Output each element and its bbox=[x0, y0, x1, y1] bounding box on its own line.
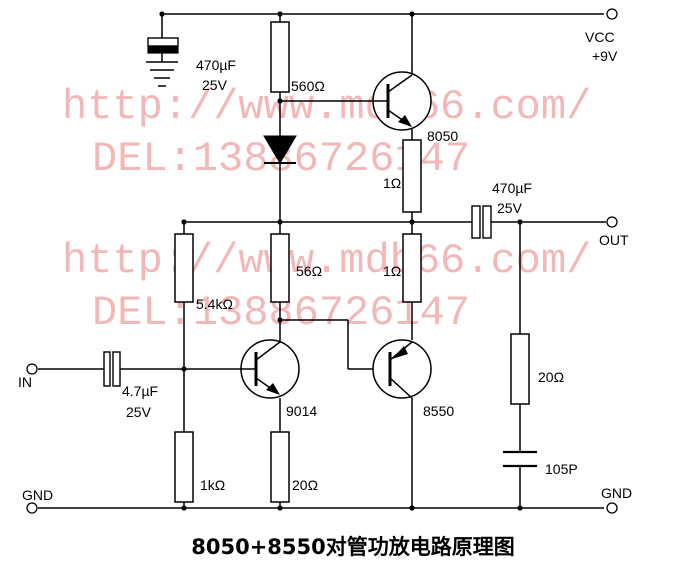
junctions bbox=[159, 11, 523, 511]
capacitor-105p bbox=[503, 450, 537, 468]
diagram-caption: 8050+8550对管功放电路原理图 bbox=[191, 535, 515, 559]
transistor-9014-icon bbox=[240, 339, 300, 399]
capacitor-4-7uf-input bbox=[103, 351, 121, 387]
resistor-1-top bbox=[402, 139, 422, 213]
resistor-1-bottom bbox=[402, 233, 422, 303]
label-r-1-top: 1Ω bbox=[383, 175, 401, 191]
resistor-56 bbox=[270, 233, 290, 303]
label-cap-in-value: 4.7µF bbox=[122, 383, 158, 399]
resistor-20-zobel bbox=[510, 333, 530, 405]
label-cap-top-voltage: 25V bbox=[202, 77, 228, 93]
gnd-left-terminal bbox=[26, 502, 38, 514]
resistor-560 bbox=[270, 21, 290, 93]
label-r-56: 56Ω bbox=[296, 263, 322, 279]
label-c-105p: 105P bbox=[545, 461, 578, 477]
label-r-1-bottom: 1Ω bbox=[383, 263, 401, 279]
label-r-1k: 1kΩ bbox=[200, 477, 225, 493]
watermark-url-1: http://www.mdb66.com/ bbox=[62, 83, 591, 131]
label-vcc-value: +9V bbox=[592, 48, 618, 64]
label-out: OUT bbox=[599, 232, 629, 248]
transistor-8050-icon bbox=[372, 71, 432, 131]
label-r-20-bottom: 20Ω bbox=[292, 477, 318, 493]
terminals bbox=[26, 8, 618, 514]
label-cap-in-voltage: 25V bbox=[126, 404, 152, 420]
label-q-8050: 8050 bbox=[427, 128, 458, 144]
label-cap-out-value: 470µF bbox=[492, 180, 532, 196]
label-gnd-right: GND bbox=[601, 485, 632, 501]
label-in: IN bbox=[18, 374, 32, 390]
resistor-20-emitter bbox=[270, 431, 290, 503]
label-r-20-right: 20Ω bbox=[538, 369, 564, 385]
wires bbox=[38, 13, 606, 509]
label-r-560: 560Ω bbox=[291, 78, 325, 94]
capacitor-470uf-filter bbox=[147, 37, 179, 54]
resistors bbox=[174, 21, 530, 503]
label-r-5k4: 5.4kΩ bbox=[196, 296, 233, 312]
transistor-8550-icon bbox=[372, 339, 432, 399]
out-terminal bbox=[606, 216, 618, 228]
diode bbox=[263, 135, 297, 164]
label-gnd-left: GND bbox=[22, 487, 53, 503]
label-cap-out-voltage: 25V bbox=[497, 200, 523, 216]
watermark-url-2: http://www.mdb66.com/ bbox=[62, 237, 591, 285]
ground-symbol-icon bbox=[146, 61, 178, 87]
resistor-5k4 bbox=[174, 233, 194, 303]
gnd-right-terminal bbox=[606, 502, 618, 514]
label-cap-top-value: 470µF bbox=[196, 57, 236, 73]
resistor-1k bbox=[174, 431, 194, 503]
vcc-terminal bbox=[606, 8, 618, 20]
capacitor-470uf-output bbox=[471, 205, 497, 239]
in-terminal bbox=[26, 363, 38, 375]
label-q-9014: 9014 bbox=[286, 403, 317, 419]
label-q-8550: 8550 bbox=[423, 403, 454, 419]
label-vcc: VCC bbox=[585, 29, 615, 45]
